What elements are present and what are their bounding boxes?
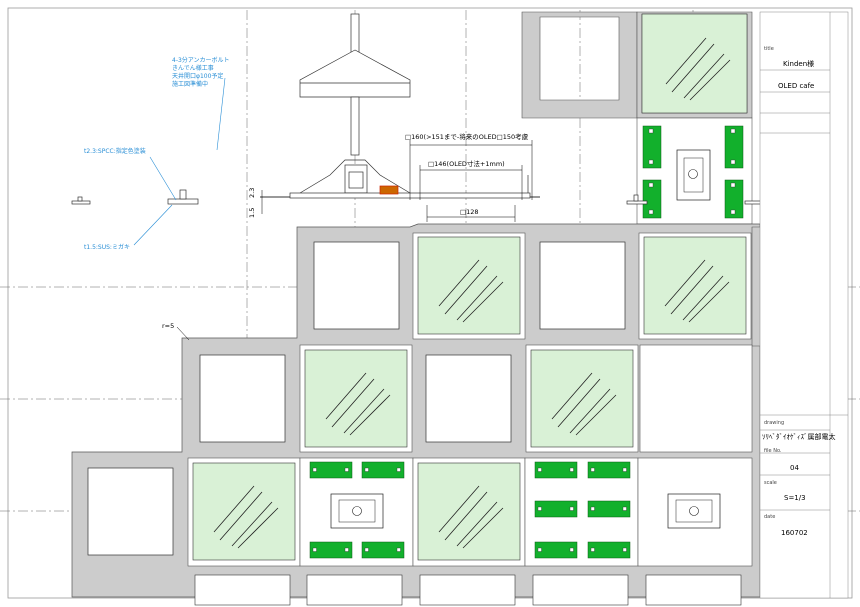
tb-scale-value: S=1/3 [784,494,806,502]
dim-1-5: 1.5 [248,208,256,218]
glass-r2c1 [304,349,408,448]
note-anchor-1: 4-3分アンカーボルト [172,56,230,64]
tb-drawing-label: drawing [764,420,784,426]
cell-r1c1-window [313,241,400,330]
tb-date-label: date [764,514,775,520]
title-block [759,11,849,599]
panel-grid: r=5 [71,11,848,606]
tb-title-1: Kinden様 [783,59,814,68]
bottom-row-partial [194,574,742,606]
small-parts-left [71,189,766,205]
note-anchor-4: 施工図準備中 [172,80,208,88]
tb-title-label: title [764,46,774,52]
tb-date-value: 160702 [781,529,808,537]
cell-r1c3-window [539,241,626,330]
cell-r2c2-window [425,354,512,443]
tb-drawing-value: ｿﾘﾍﾞﾀﾞｲｵｹﾞｨｽﾞ属部電太 [762,432,836,441]
corner-radius-label: r=5 [162,322,174,330]
tb-title-2: OLED cafe [778,82,814,90]
cell-r2c0-window [199,354,286,443]
dimension-lines [261,140,533,222]
dim-160: □160(>151まで-将来のOLED□150考慮 [405,132,529,141]
cell-r2c4-empty [639,344,753,453]
pcb-group-r3c4 [534,461,631,559]
dim-146: □146(OLED寸法+1mm) [428,159,505,168]
dim-128: □128 [460,208,479,216]
glass-r2c3 [530,349,634,448]
frame-top-left [521,11,638,119]
note-anchor-3: 天井開口φ100予定 [172,72,223,80]
dim-2-3: 2.3 [248,188,256,198]
tb-file-value: 04 [790,464,799,472]
tb-file-label: file No. [764,448,782,454]
tb-scale-label: scale [764,480,777,486]
lamp-elevation [260,13,540,199]
glass-r3c1 [192,462,296,561]
note-spcc: t2.3:SPCC:指定色塗装 [84,147,146,155]
pcb-group-r3c2 [309,461,405,559]
note-anchor-2: きんでん様工事 [172,64,214,72]
glass-r3c3 [417,462,521,561]
pcb-group-top [642,125,744,219]
glass-top-right [641,13,748,114]
glass-r1c4 [643,236,747,335]
annotation-leaders [133,77,226,246]
note-sus: t1.5:SUS:ミガキ [84,243,130,251]
glass-r1c2 [417,236,521,335]
cell-r3c0-window [87,467,174,556]
